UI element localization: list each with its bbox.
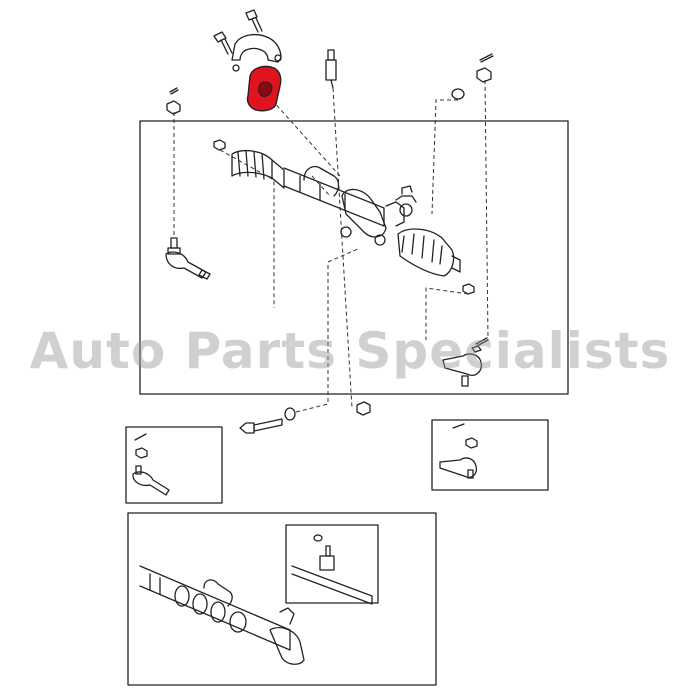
leader-pinion-stud [332, 87, 353, 409]
inset-bottom-frame [127, 512, 437, 686]
leader-right-tie-rod [484, 79, 489, 341]
nut-bottom [356, 401, 371, 416]
inset-left-tie-rod [132, 433, 170, 496]
inset-bottom-rack-detail [139, 565, 305, 665]
nut-top-right [476, 67, 492, 83]
tie-rod-end-left [165, 237, 211, 280]
steering-rack [231, 149, 461, 277]
leader-bushing-to-rack [271, 99, 341, 177]
cotter-pin-top-right [479, 53, 494, 63]
inset-left-frame [125, 426, 223, 504]
main-assembly-frame [139, 120, 569, 395]
inset-right-frame [431, 419, 549, 491]
washer-top-right [451, 88, 465, 100]
leader-right-rack-end [425, 287, 469, 340]
nut-top-left [166, 100, 181, 115]
inset-bottom-sub-frame [285, 524, 379, 604]
leader-bottom-bolt [295, 247, 361, 413]
mounting-bolt [239, 418, 283, 434]
bracket-bolt-left [213, 31, 233, 55]
cotter-pin-top-left [169, 87, 179, 95]
pinion-stud [325, 49, 337, 89]
leader-right-nut-to-rack [431, 99, 458, 215]
leader-left-inner-nut [219, 149, 275, 308]
nut-inner-right [462, 283, 475, 295]
tie-rod-end-right [442, 345, 482, 387]
inset-bottom-sub-detail [291, 534, 373, 605]
cotter-pin-frame-right [475, 337, 489, 347]
bracket-bolt-right [245, 9, 263, 33]
leader-clamp [311, 175, 331, 197]
washer-bottom [284, 407, 296, 421]
nut-inner-left [213, 139, 226, 151]
bushing-bracket [231, 33, 282, 72]
rack-bushing-highlighted [246, 65, 282, 112]
inset-right-tie-rod [439, 423, 478, 479]
